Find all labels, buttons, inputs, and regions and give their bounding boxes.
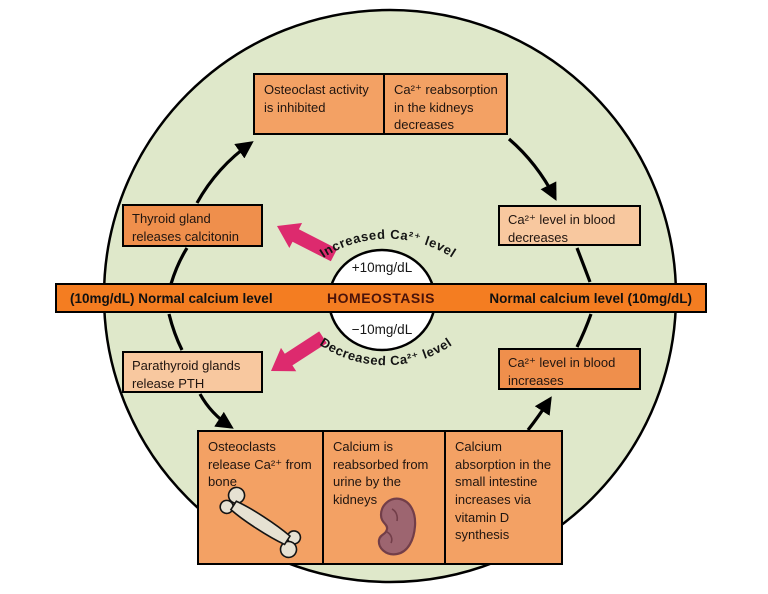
osteoclasts-release-text: Osteoclasts release Ca²⁺ from bone <box>208 439 312 490</box>
arc-blood-increases-to-band <box>575 313 593 348</box>
parathyroid-box: Parathyroid glands release PTH <box>122 351 263 393</box>
decreased-level-arrow-icon <box>271 331 327 372</box>
band-right-label: Normal calcium level (10mg/dL) <box>489 290 692 306</box>
band-left-label: (10mg/dL) Normal calcium level <box>70 290 273 306</box>
blood-increases-box: Ca²⁺ level in blood increases <box>498 348 641 390</box>
kidney-reabsorb-cell: Calcium is reabsorbed from urine by the … <box>322 432 444 563</box>
thyroid-box: Thyroid gland releases calcitonin <box>122 204 263 247</box>
arc-blood-decreases-to-band <box>575 247 592 283</box>
intestine-absorption-cell: Calcium absorption in the small intestin… <box>444 432 561 563</box>
kidney-reabsorb-text: Calcium is reabsorbed from urine by the … <box>333 439 429 508</box>
reabsorption-decreases-cell: Ca²⁺ reabsorption in the kidneys decreas… <box>383 75 506 133</box>
arc-band-to-thyroid <box>169 247 189 285</box>
blood-decreases-box: Ca²⁺ level in blood decreases <box>498 205 641 246</box>
arrow-thyroid-to-osteoclast <box>195 141 254 204</box>
bone-illustration <box>213 484 311 565</box>
arrow-reabsorption-to-blood-decreases <box>507 137 557 201</box>
top-effects-box: Osteoclast activity is inhibited Ca²⁺ re… <box>253 73 508 135</box>
homeostasis-label: HOMEOSTASIS <box>327 290 435 306</box>
kidney-illustration <box>372 496 418 563</box>
normal-calcium-band: (10mg/dL) Normal calcium level HOMEOSTAS… <box>55 283 707 313</box>
increased-level-arrow-icon <box>277 223 338 262</box>
upper-threshold-label: +10mg/dL <box>351 260 413 275</box>
arc-band-to-parathyroid <box>167 313 184 351</box>
osteoclasts-release-cell: Osteoclasts release Ca²⁺ from bone <box>199 432 322 563</box>
bottom-effects-box: Osteoclasts release Ca²⁺ from bone Calci… <box>197 430 563 565</box>
osteoclast-inhibited-cell: Osteoclast activity is inhibited <box>264 82 369 115</box>
arrow-parathyroid-to-osteoclasts <box>198 393 234 429</box>
arrow-intestine-to-blood-increases <box>526 396 552 431</box>
lower-threshold-label: −10mg/dL <box>351 322 413 337</box>
